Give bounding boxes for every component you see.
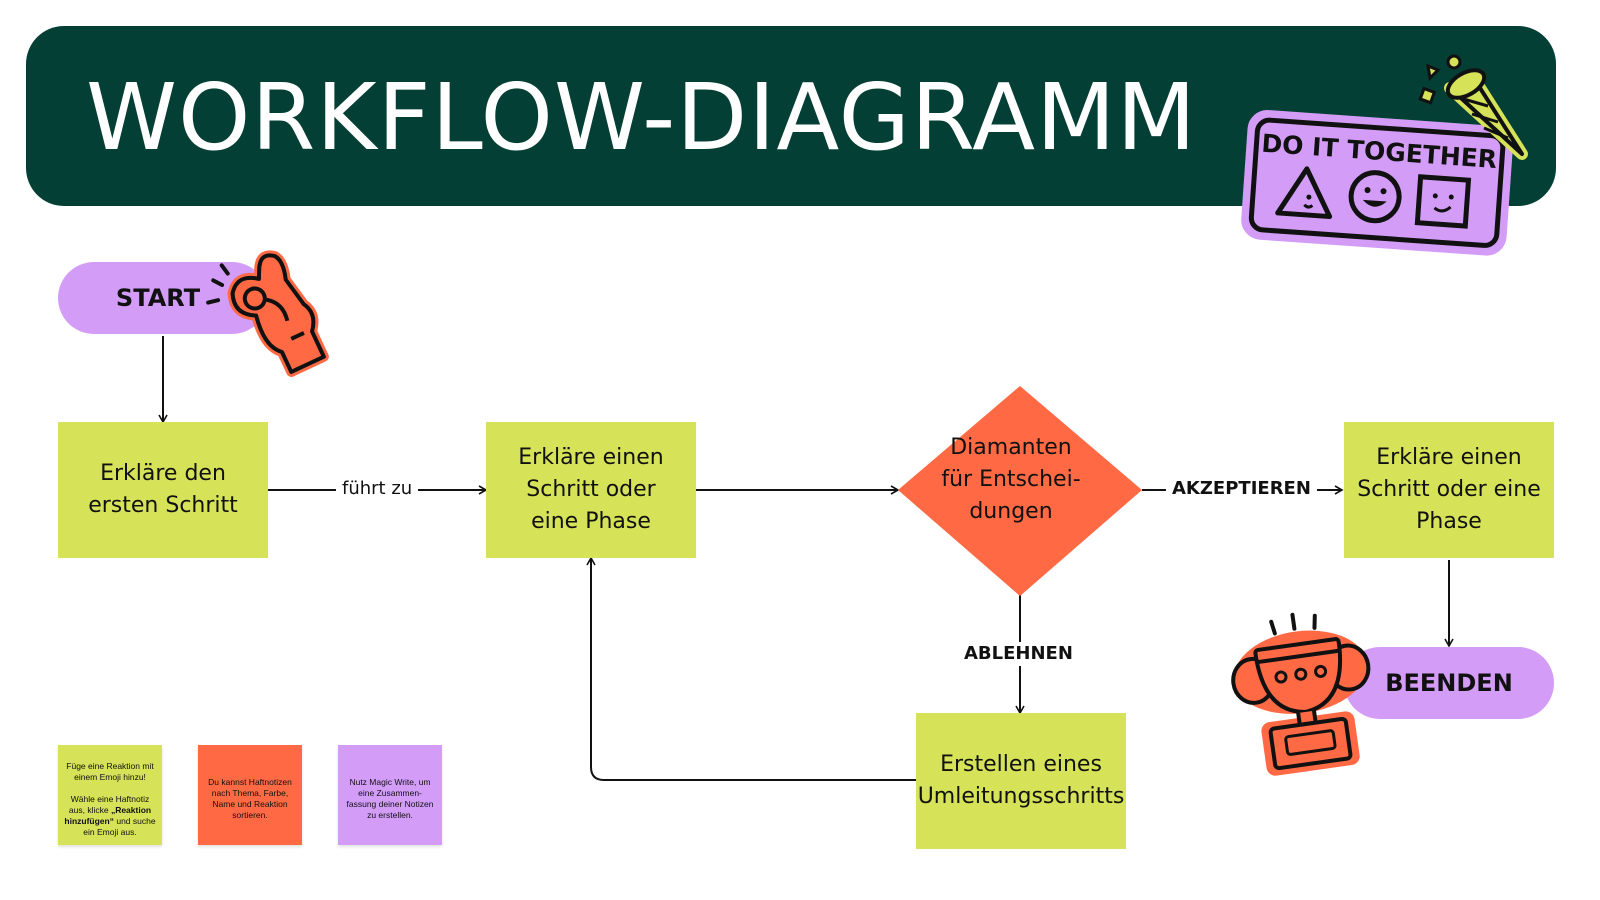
start-label: START xyxy=(115,284,201,312)
step-2-label: Erkläre einen Schritt oder eine Phase xyxy=(518,445,664,534)
redirect-step-label: Erstellen eines Umleitungsschritts xyxy=(917,752,1125,809)
square-face-icon xyxy=(1414,174,1472,229)
end-label: BEENDEN xyxy=(1385,669,1513,697)
sticky-note-1-text: Füge eine Reaktion mit einem Emoji hinzu… xyxy=(64,760,156,837)
sticky-note-1[interactable]: Füge eine Reaktion mit einem Emoji hinzu… xyxy=(58,745,162,845)
edge-label-accept: AKZEPTIEREN xyxy=(1166,477,1317,501)
trophy-icon xyxy=(1231,612,1371,776)
do-it-together-sticker: DO IT TOGETHER xyxy=(1241,110,1513,256)
edge-label-leads-to: führt zu xyxy=(336,477,419,501)
page-title: WORKFLOW-DIAGRAMM xyxy=(86,64,1197,171)
step-2-box[interactable]: Erkläre einen Schritt oder eine Phase xyxy=(486,422,696,558)
decision-diamond[interactable] xyxy=(898,386,1142,596)
sticky-note-3[interactable]: Nutz Magic Write, um eine Zusammen-fassu… xyxy=(338,745,442,845)
decision-label: Diamanten für Entschei- dungen xyxy=(941,435,1081,524)
sticky-note-2-text: Du kannst Haftnotizen nach Thema, Farbe,… xyxy=(208,777,292,820)
redirect-step-box[interactable]: Erstellen eines Umleitungsschritts xyxy=(916,713,1126,849)
step-3-label: Erkläre einen Schritt oder eine Phase xyxy=(1357,445,1541,534)
sticky-note-3-text: Nutz Magic Write, um eine Zusammen-fassu… xyxy=(346,777,434,820)
step-1-label: Erkläre den ersten Schritt xyxy=(88,461,238,518)
edge-redirect-to-step2 xyxy=(586,556,916,781)
edge-label-reject: ABLEHNEN xyxy=(958,642,1079,666)
end-node[interactable]: BEENDEN xyxy=(1344,647,1554,719)
triangle-face-icon xyxy=(1275,166,1333,220)
step-1-box[interactable]: Erkläre den ersten Schritt xyxy=(58,422,268,558)
step-3-box[interactable]: Erkläre einen Schritt oder eine Phase xyxy=(1344,422,1554,558)
party-popper-icon xyxy=(1418,54,1528,160)
sticky-note-2[interactable]: Du kannst Haftnotizen nach Thema, Farbe,… xyxy=(198,745,302,845)
ok-hand-icon xyxy=(206,250,329,377)
smiley-face-icon xyxy=(1348,170,1402,224)
